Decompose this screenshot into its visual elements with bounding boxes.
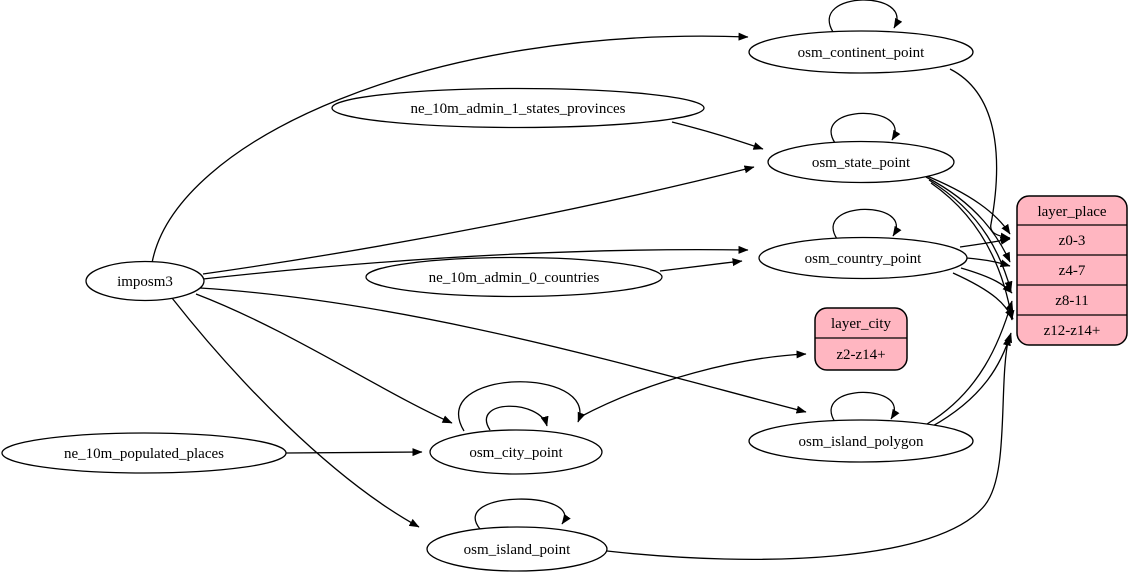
layer_place-row-z4-7: z4-7: [1059, 263, 1086, 279]
node-osm_country_point: osm_country_point: [758, 236, 968, 280]
edge-imposm3-osm_island_polygon: [199, 287, 807, 414]
node-layer_place: layer_place z0-3 z4-7 z8-11 z12-z14+: [1016, 195, 1128, 346]
edge-osm_country_point-z0-3: [959, 236, 1011, 248]
node-layer_city: layer_city z2-z14+: [814, 307, 908, 371]
osm_island_point-ellipse: [426, 526, 608, 572]
edge-ne10m-admin0-osm_country_point: [659, 258, 743, 272]
edge-osm_state_point-z4-7: [925, 176, 1011, 263]
edge-osm_continent_point-z0-3: [949, 68, 1011, 241]
layer_place-row-z12-z14: z12-z14+: [1044, 323, 1101, 339]
osm_state_point-ellipse: [767, 140, 955, 184]
osm_island_polygon-label: osm_island_polygon: [798, 434, 924, 450]
selfloop-osm_country_point: [832, 208, 902, 240]
node-ne_10m_admin_1_states_provinces: ne_10m_admin_1_states_provinces: [331, 87, 705, 129]
layer_place-row-z0-3: z0-3: [1059, 233, 1086, 249]
node-ne_10m_admin_0_countries: ne_10m_admin_0_countries: [365, 256, 663, 298]
layer_place-row-z8-11: z8-11: [1055, 293, 1089, 309]
edge-osm_island_point-z12-z14: [606, 335, 1011, 560]
edge-osm_state_point-z0-3: [921, 173, 1011, 235]
layer_place-title: layer_place: [1037, 204, 1106, 220]
edge-osm_country_point-z8-11: [960, 267, 1013, 294]
osm_country_point-ellipse: [758, 236, 968, 280]
layer_city-row-z2-z14: z2-z14+: [836, 347, 885, 363]
osm_state_point-label: osm_state_point: [812, 155, 911, 171]
node-ne_10m_populated_places: ne_10m_populated_places: [1, 432, 287, 474]
osm_island_polygon-ellipse: [748, 419, 974, 463]
osm_continent_point-label: osm_continent_point: [798, 45, 925, 61]
layer_city-title: layer_city: [831, 316, 891, 332]
edge-imposm3-osm_state_point: [202, 165, 755, 275]
edge-imposm3-osm_city_point: [195, 293, 453, 424]
selfloop-osm_island_polygon: [830, 391, 900, 423]
node-imposm3: imposm3: [85, 260, 205, 302]
ne_10m_admin_1_states_provinces-label: ne_10m_admin_1_states_provinces: [411, 101, 626, 117]
edge-osm_city_point-layer_city-z2: [579, 350, 807, 418]
edge-ne10m-admin1-osm_state_point: [671, 121, 764, 150]
osm_island_point-label: osm_island_point: [464, 542, 572, 558]
imposm3-label: imposm3: [117, 274, 173, 290]
ne_10m_populated_places-label: ne_10m_populated_places: [64, 446, 224, 462]
osm_country_point-label: osm_country_point: [805, 251, 922, 267]
edge-osm_state_point-z8-11: [928, 179, 1013, 292]
ne_10m_admin_0_countries-ellipse: [365, 256, 663, 298]
selfloop-inner-osm_city_point: [486, 405, 549, 431]
node-osm_continent_point: osm_continent_point: [748, 30, 974, 74]
edge-imposm3-osm_island_point: [171, 297, 420, 528]
edge-imposm3-osm_continent_point: [151, 32, 749, 264]
edge-osm_island_polygon-z8-11: [926, 300, 1014, 425]
osm_city_point-ellipse: [429, 429, 603, 475]
edge-ne10m-populated-osm_city_point: [285, 448, 423, 457]
edge-osm_country_point-z4-7: [966, 257, 1011, 268]
ne_10m_admin_0_countries-label: ne_10m_admin_0_countries: [429, 270, 600, 286]
osm_city_point-label: osm_city_point: [469, 445, 563, 461]
edges: [151, 0, 1015, 560]
ne_10m_populated_places-ellipse: [1, 432, 287, 474]
node-osm_city_point: osm_city_point: [429, 429, 603, 475]
edge-imposm3-osm_country_point: [202, 245, 749, 280]
imposm3-ellipse: [85, 260, 205, 302]
edge-osm_country_point-z12-z14: [952, 272, 1014, 320]
selfloop-outer-osm_city_point: [457, 381, 586, 432]
node-osm_island_polygon: osm_island_polygon: [748, 419, 974, 463]
ne_10m_admin_1_states_provinces-ellipse: [331, 87, 705, 129]
selfloop-osm_state_point: [830, 112, 901, 144]
layer_city-box: [814, 307, 908, 371]
layer_place-box: [1016, 195, 1128, 346]
selfloop-osm_continent_point: [828, 0, 903, 33]
node-osm_state_point: osm_state_point: [767, 140, 955, 184]
node-osm_island_point: osm_island_point: [426, 526, 608, 572]
osm_continent_point-ellipse: [748, 30, 974, 74]
selfloop-osm_island_point: [474, 498, 571, 530]
